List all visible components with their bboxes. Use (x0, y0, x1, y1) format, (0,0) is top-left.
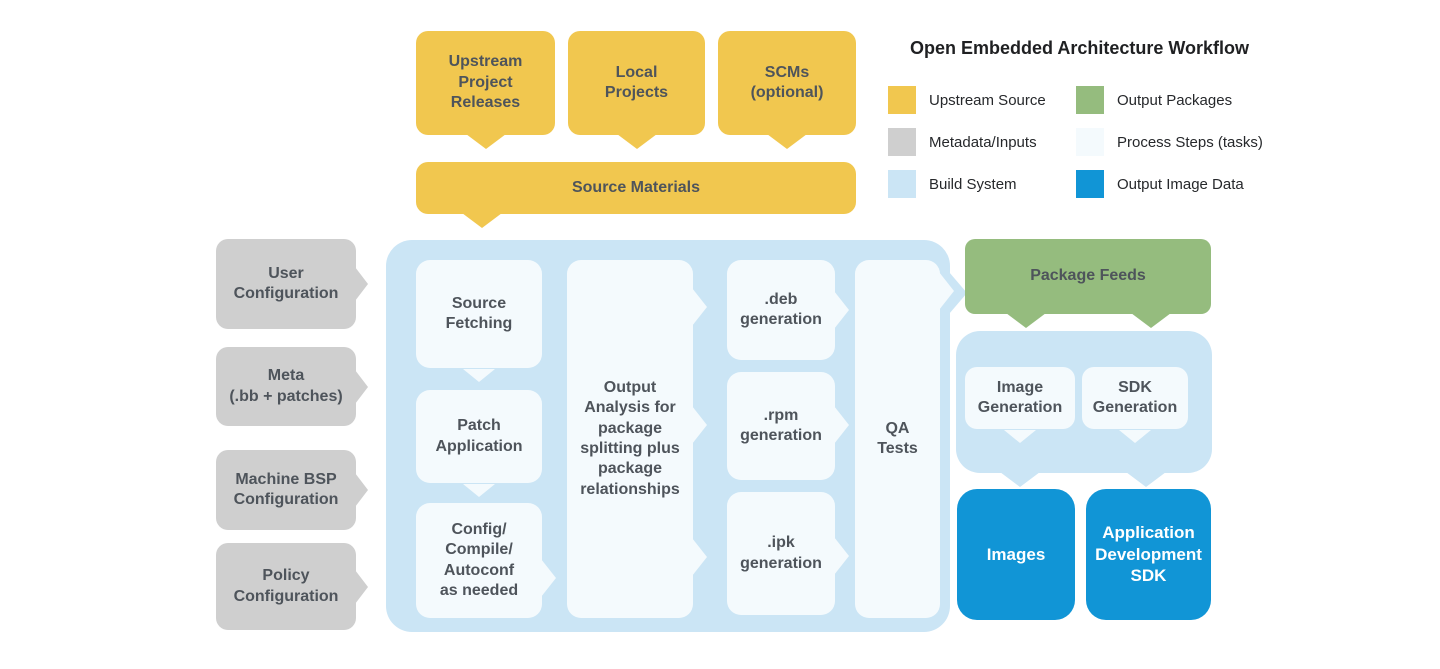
arrow-right-icon (692, 288, 707, 326)
node-label: .deb generation (740, 290, 822, 328)
node-ipk-generation: .ipk generation (727, 492, 849, 615)
node-label: Output Analysis for package splitting pl… (580, 378, 680, 498)
legend-swatch-output-packages (1076, 86, 1104, 114)
arrow-right-icon (692, 538, 707, 576)
arrow-right-icon (355, 369, 368, 404)
node-label: Patch Application (435, 417, 523, 455)
node-label: Meta (.bb + patches) (229, 367, 343, 405)
arrow-down-icon (1006, 313, 1046, 328)
node-images: Images (957, 489, 1075, 620)
node-scms-optional: SCMs (optional) (718, 31, 856, 149)
node-sdk-generation: SDK Generation (1082, 367, 1188, 443)
arrow-down-icon (1126, 472, 1166, 487)
legend-item-metadata-inputs: Metadata/Inputs (888, 128, 1037, 156)
node-label: SDK Generation (1092, 378, 1178, 416)
arrow-down-icon (463, 369, 495, 382)
legend-item-process-steps: Process Steps (tasks) (1076, 128, 1263, 156)
arrow-down-icon (465, 134, 506, 149)
node-label: .rpm generation (740, 406, 822, 444)
node-policy-configuration: Policy Configuration (216, 543, 368, 630)
node-label: Images (986, 544, 1046, 564)
arrow-right-icon (355, 473, 368, 507)
node-output-analysis: Output Analysis for package splitting pl… (567, 260, 707, 618)
node-package-feeds: Package Feeds (965, 239, 1211, 328)
legend-label: Upstream Source (929, 91, 1046, 109)
node-deb-generation: .deb generation (727, 260, 849, 360)
arrow-right-icon (355, 569, 368, 604)
node-image-generation: Image Generation (965, 367, 1075, 443)
legend-item-output-image-data: Output Image Data (1076, 170, 1244, 198)
node-label: Upstream Project Releases (448, 53, 523, 112)
node-machine-bsp-configuration: Machine BSP Configuration (216, 450, 368, 530)
node-label: Source Fetching (445, 294, 513, 332)
arrow-right-icon (834, 291, 849, 329)
node-user-configuration: User Configuration (216, 239, 368, 329)
legend-swatch-output-image-data (1076, 170, 1104, 198)
arrow-down-icon (1119, 430, 1151, 443)
legend-label: Output Image Data (1117, 175, 1244, 193)
arrow-down-icon (1131, 313, 1171, 328)
arrow-right-icon (692, 406, 707, 444)
node-label: Config/ Compile/ Autoconf as needed (439, 520, 519, 599)
arrow-down-icon (463, 484, 495, 497)
legend-swatch-metadata-inputs (888, 128, 916, 156)
node-application-development-sdk: Application Development SDK (1086, 489, 1211, 620)
node-label: Local Projects (604, 63, 669, 101)
node-label: Package Feeds (1030, 267, 1146, 285)
legend-swatch-build-system (888, 170, 916, 198)
arrow-down-icon (1004, 430, 1036, 443)
legend-item-build-system: Build System (888, 170, 1017, 198)
node-source-materials: Source Materials (416, 162, 856, 228)
legend-label: Output Packages (1117, 91, 1233, 109)
arrow-right-icon (355, 267, 368, 301)
node-config-compile-autoconf: Config/ Compile/ Autoconf as needed (416, 503, 556, 618)
arrow-down-icon (1000, 472, 1040, 487)
node-label: QA Tests (877, 419, 918, 457)
arrow-down-icon (462, 213, 502, 228)
legend-item-upstream-source: Upstream Source (888, 86, 1046, 114)
node-label: Machine BSP Configuration (233, 470, 339, 508)
node-local-projects: Local Projects (568, 31, 705, 149)
legend-label: Metadata/Inputs (929, 133, 1037, 151)
node-label: Source Materials (571, 178, 701, 196)
legend-swatch-process-steps (1076, 128, 1104, 156)
node-label: SCMs (optional) (750, 63, 824, 101)
node-label: Application Development SDK (1095, 522, 1202, 586)
node-qa-tests: QA Tests (855, 260, 954, 618)
node-source-fetching: Source Fetching (416, 260, 542, 382)
node-rpm-generation: .rpm generation (727, 372, 849, 480)
arrow-right-icon (834, 537, 849, 575)
arrow-right-icon (541, 559, 556, 597)
legend-swatch-upstream-source (888, 86, 916, 114)
node-patch-application: Patch Application (416, 390, 542, 497)
node-label: Policy Configuration (233, 567, 339, 605)
legend-item-output-packages: Output Packages (1076, 86, 1232, 114)
node-meta-bb-patches: Meta (.bb + patches) (216, 347, 368, 426)
node-label: Image Generation (977, 378, 1063, 416)
diagram-title: Open Embedded Architecture Workflow (910, 38, 1250, 58)
node-upstream-project-releases: Upstream Project Releases (416, 31, 555, 149)
node-label: .ipk generation (740, 534, 822, 572)
node-label: User Configuration (233, 264, 339, 302)
arrow-down-icon (616, 134, 657, 149)
arrow-right-icon (939, 272, 954, 310)
arrow-down-icon (767, 134, 807, 149)
arrow-right-icon (834, 406, 849, 444)
legend-label: Build System (929, 175, 1017, 193)
legend-label: Process Steps (tasks) (1117, 133, 1263, 151)
